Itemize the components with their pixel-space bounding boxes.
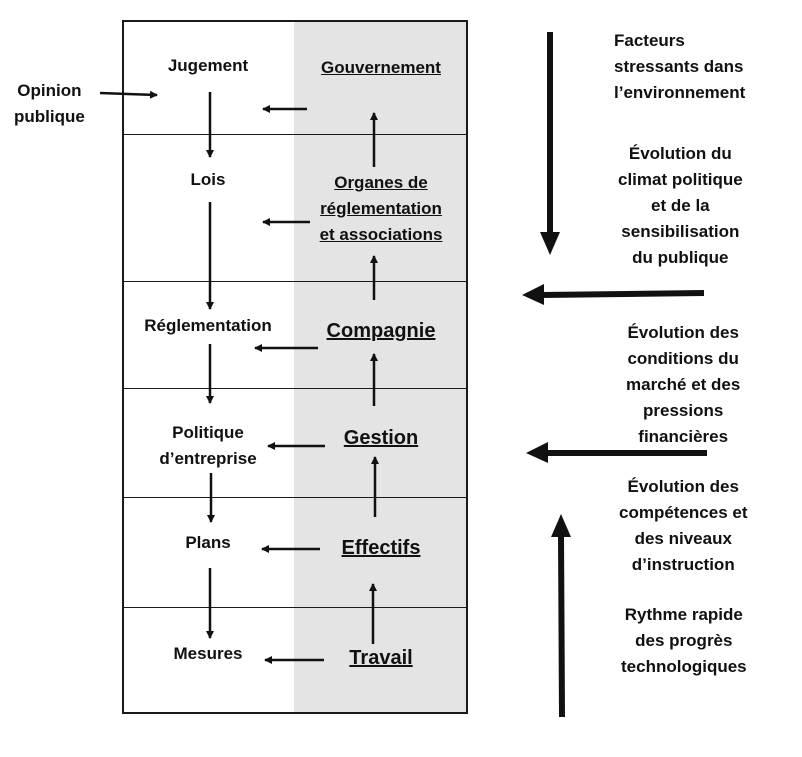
label-travail: Travail xyxy=(349,647,413,669)
label-opinion-publique: Opinion publique xyxy=(14,81,85,126)
hierarchy-box xyxy=(122,20,468,714)
label-jugement: Jugement xyxy=(167,56,249,75)
label-gouvernement: Gouvernement xyxy=(321,58,441,77)
label-facteurs-stressants: Facteurs stressants dans l’environnement xyxy=(614,31,746,102)
label-compagnie: Compagnie xyxy=(326,320,436,342)
big-arrow-left-lower xyxy=(526,442,707,463)
label-reglementation: Réglementation xyxy=(144,316,272,335)
label-evolution-competences: Évolution des compétences et des niveaux… xyxy=(619,477,748,574)
row-divider xyxy=(122,497,468,498)
row-divider xyxy=(122,388,468,389)
label-evolution-climat: Évolution du climat politique et de la s… xyxy=(618,144,743,267)
row-divider xyxy=(122,607,468,608)
right-column-shading xyxy=(294,21,467,713)
label-rythme-rapide: Rythme rapide des progrès technologiques xyxy=(621,605,747,676)
label-plans: Plans xyxy=(185,533,231,552)
label-lois: Lois xyxy=(190,170,226,189)
big-arrow-down xyxy=(540,32,560,255)
big-arrow-left-upper xyxy=(522,284,705,305)
label-evolution-marche: Évolution des conditions du marché et de… xyxy=(626,323,741,446)
big-arrow-up xyxy=(551,514,571,718)
label-mesures: Mesures xyxy=(173,644,243,663)
label-gestion: Gestion xyxy=(343,427,419,449)
row-divider xyxy=(122,281,468,282)
label-politique-entreprise: Politique d’entreprise xyxy=(159,423,257,468)
row-divider xyxy=(122,134,468,135)
label-organes: Organes de réglementation et association… xyxy=(319,173,443,244)
arrow-opinion-to-jugement xyxy=(99,90,158,99)
label-effectifs: Effectifs xyxy=(341,537,421,559)
